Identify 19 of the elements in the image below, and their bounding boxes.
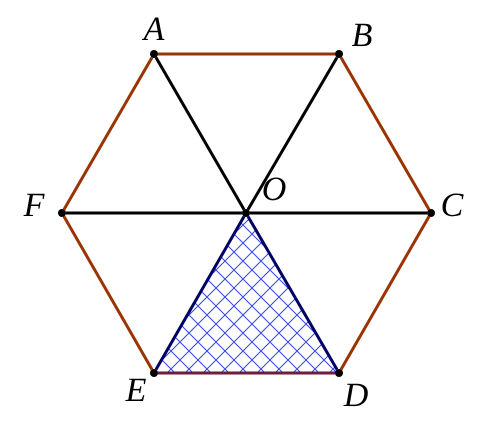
- point-label: O: [262, 173, 286, 207]
- point-label: A: [144, 13, 164, 47]
- line-segment: [154, 56, 246, 210]
- point-label: C: [440, 189, 464, 223]
- line-segment: [250, 212, 427, 214]
- line-segment: [154, 216, 246, 370]
- line-segment: [340, 56, 430, 210]
- line-segment: [246, 56, 338, 210]
- point-label: F: [24, 189, 44, 223]
- line-segment: [158, 52, 335, 56]
- line-segment: [158, 372, 335, 374]
- line-segment: [62, 56, 154, 210]
- line-segment: [340, 216, 430, 370]
- line-segment: [246, 216, 338, 370]
- line-segment: [62, 216, 154, 370]
- point-label: D: [344, 379, 368, 413]
- point-label: E: [126, 374, 146, 408]
- point-label: B: [352, 19, 372, 53]
- line-segment: [66, 212, 242, 214]
